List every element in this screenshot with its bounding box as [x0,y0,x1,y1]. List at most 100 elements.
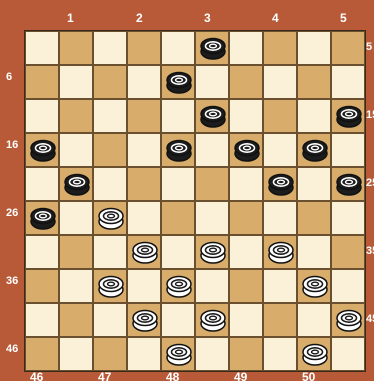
top-label-1: 1 [67,12,74,24]
square-9[interactable] [229,65,263,99]
square-23[interactable] [195,167,229,201]
square-22[interactable] [127,167,161,201]
light-square [127,337,161,371]
square-33[interactable] [195,235,229,269]
square-27[interactable] [93,201,127,235]
square-47[interactable] [93,337,127,371]
square-35[interactable] [331,235,365,269]
checkers-board [24,30,366,372]
square-7[interactable] [93,65,127,99]
square-28[interactable] [161,201,195,235]
black-piece[interactable] [336,105,362,128]
square-50[interactable] [297,337,331,371]
square-4[interactable] [263,31,297,65]
square-49[interactable] [229,337,263,371]
square-3[interactable] [195,31,229,65]
top-label-2: 2 [136,12,143,24]
square-6[interactable] [25,65,59,99]
square-13[interactable] [195,99,229,133]
top-label-4: 4 [272,12,279,24]
black-piece[interactable] [200,37,226,60]
black-piece[interactable] [336,173,362,196]
square-34[interactable] [263,235,297,269]
light-square [93,235,127,269]
right-label-15: 15 [366,110,374,121]
light-square [229,167,263,201]
square-26[interactable] [25,201,59,235]
light-square [59,201,93,235]
square-45[interactable] [331,303,365,337]
black-piece[interactable] [200,105,226,128]
light-square [127,65,161,99]
white-piece[interactable] [336,309,362,332]
light-square [297,167,331,201]
square-24[interactable] [263,167,297,201]
square-8[interactable] [161,65,195,99]
light-square [93,303,127,337]
square-2[interactable] [127,31,161,65]
black-piece[interactable] [166,71,192,94]
black-piece[interactable] [64,173,90,196]
white-piece[interactable] [200,309,226,332]
square-16[interactable] [25,133,59,167]
white-piece[interactable] [302,275,328,298]
black-piece[interactable] [302,139,328,162]
square-11[interactable] [59,99,93,133]
white-piece[interactable] [98,207,124,230]
square-37[interactable] [93,269,127,303]
square-39[interactable] [229,269,263,303]
top-label-3: 3 [204,12,211,24]
black-piece[interactable] [30,139,56,162]
black-piece[interactable] [30,207,56,230]
square-48[interactable] [161,337,195,371]
square-38[interactable] [161,269,195,303]
white-piece[interactable] [132,241,158,264]
white-piece[interactable] [268,241,294,264]
black-piece[interactable] [166,139,192,162]
bottom-label-50: 50 [302,371,315,383]
light-square [263,201,297,235]
square-29[interactable] [229,201,263,235]
square-31[interactable] [59,235,93,269]
square-20[interactable] [297,133,331,167]
square-30[interactable] [297,201,331,235]
square-17[interactable] [93,133,127,167]
square-36[interactable] [25,269,59,303]
black-piece[interactable] [234,139,260,162]
square-46[interactable] [25,337,59,371]
left-label-16: 16 [6,140,18,151]
light-square [127,201,161,235]
square-10[interactable] [297,65,331,99]
light-square [93,99,127,133]
square-14[interactable] [263,99,297,133]
light-square [25,167,59,201]
square-18[interactable] [161,133,195,167]
square-43[interactable] [195,303,229,337]
white-piece[interactable] [166,275,192,298]
square-19[interactable] [229,133,263,167]
white-piece[interactable] [132,309,158,332]
left-label-26: 26 [6,208,18,219]
square-1[interactable] [59,31,93,65]
square-25[interactable] [331,167,365,201]
white-piece[interactable] [200,241,226,264]
black-piece[interactable] [268,173,294,196]
white-piece[interactable] [302,343,328,366]
bottom-label-49: 49 [234,371,247,383]
square-32[interactable] [127,235,161,269]
square-41[interactable] [59,303,93,337]
white-piece[interactable] [166,343,192,366]
white-piece[interactable] [98,275,124,298]
light-square [195,269,229,303]
light-square [297,31,331,65]
square-42[interactable] [127,303,161,337]
light-square [331,201,365,235]
square-5[interactable] [331,31,365,65]
square-44[interactable] [263,303,297,337]
square-21[interactable] [59,167,93,201]
right-label-35: 35 [366,246,374,257]
square-15[interactable] [331,99,365,133]
square-40[interactable] [297,269,331,303]
light-square [161,303,195,337]
square-12[interactable] [127,99,161,133]
